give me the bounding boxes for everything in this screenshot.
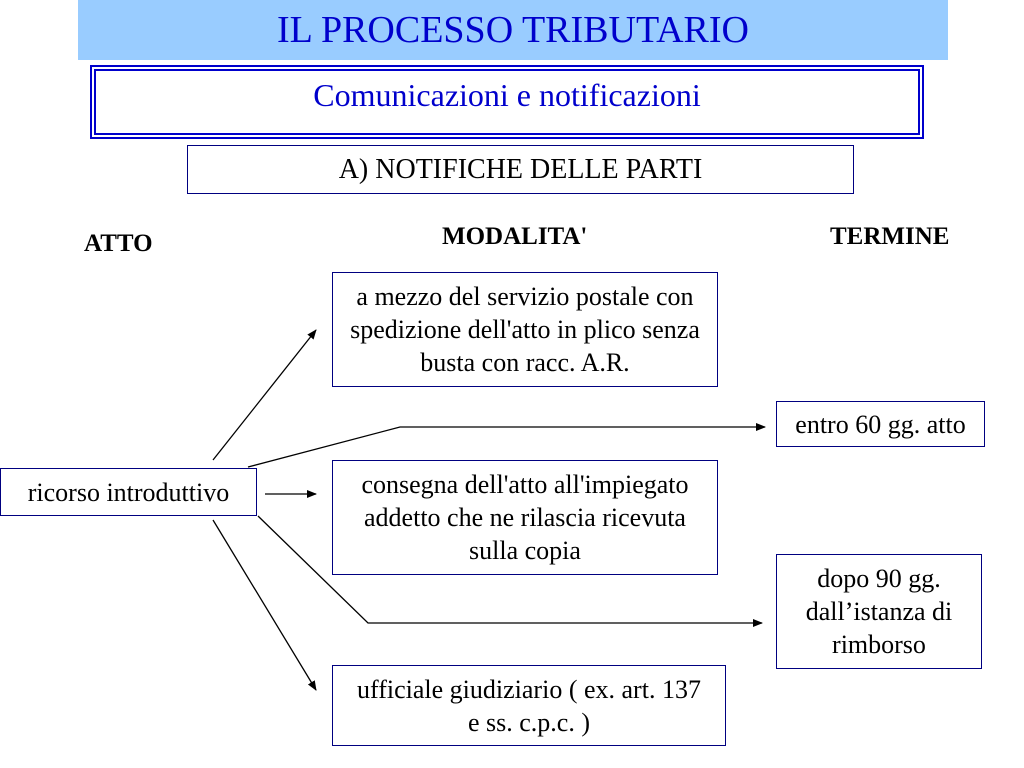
subtitle: Comunicazioni e notificazioni <box>313 77 701 113</box>
node-consegna-label: consegna dell'atto all'impiegato addetto… <box>361 470 689 565</box>
title-bar: IL PROCESSO TRIBUTARIO <box>78 0 948 60</box>
page-title: IL PROCESSO TRIBUTARIO <box>276 9 749 51</box>
node-dopo-90: dopo 90 gg. dall’istanza di rimborso <box>776 554 982 669</box>
node-consegna-atto: consegna dell'atto all'impiegato addetto… <box>332 460 718 575</box>
node-postale-label: a mezzo del servizio postale con spedizi… <box>350 282 700 377</box>
arrow-to-entro60 <box>247 423 766 468</box>
arrow-to-postale <box>212 329 317 461</box>
node-ufficiale-giudiziario: ufficiale giudiziario ( ex. art. 137 e s… <box>332 665 726 746</box>
section-box: A) NOTIFICHE DELLE PARTI <box>187 145 854 194</box>
node-ricorso-introduttivo: ricorso introduttivo <box>0 468 257 516</box>
node-entro-60: entro 60 gg. atto <box>776 401 985 447</box>
arrow-to-ufficiale <box>212 519 317 691</box>
node-ufficiale-label: ufficiale giudiziario ( ex. art. 137 e s… <box>357 674 701 737</box>
column-head-atto: ATTO <box>84 230 153 257</box>
node-servizio-postale: a mezzo del servizio postale con spedizi… <box>332 272 718 387</box>
column-head-modalita: MODALITA' <box>442 223 588 250</box>
arrow-to-dopo90 <box>257 515 763 627</box>
subtitle-box: Comunicazioni e notificazioni <box>90 65 924 139</box>
section-heading: A) NOTIFICHE DELLE PARTI <box>338 153 703 185</box>
node-ricorso-label: ricorso introduttivo <box>27 477 230 507</box>
node-dopo90-label: dopo 90 gg. dall’istanza di rimborso <box>805 564 953 659</box>
node-entro60-label: entro 60 gg. atto <box>795 409 966 439</box>
column-head-termine: TERMINE <box>830 223 950 250</box>
